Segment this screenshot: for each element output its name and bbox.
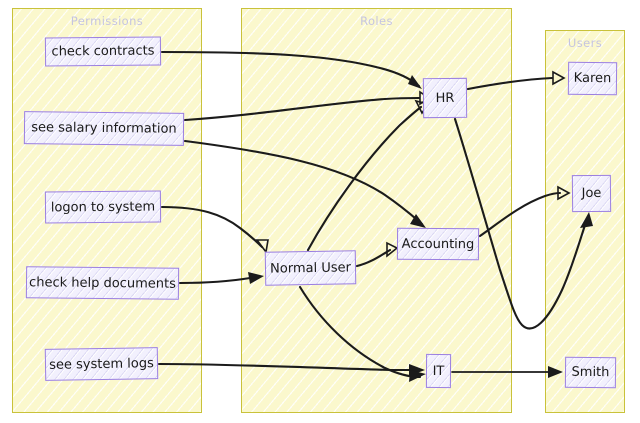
- group-roles-title: Roles: [360, 14, 393, 28]
- node-label: Joe: [581, 185, 602, 202]
- node-see-salary-information[interactable]: see salary information: [23, 111, 185, 146]
- node-label: Karen: [573, 70, 612, 87]
- node-smith[interactable]: Smith: [564, 356, 617, 389]
- node-joe[interactable]: Joe: [571, 174, 612, 213]
- node-logon-to-system[interactable]: logon to system: [44, 190, 162, 224]
- group-roles: Roles: [241, 8, 512, 413]
- group-users-title: Users: [567, 36, 603, 50]
- node-label: see system logs: [49, 355, 154, 373]
- node-label: Smith: [571, 364, 610, 381]
- node-label: logon to system: [50, 199, 156, 215]
- node-label: IT: [432, 363, 445, 379]
- node-label: check help documents: [29, 274, 176, 292]
- group-permissions-title: Permissions: [70, 14, 144, 28]
- node-normal-user[interactable]: Normal User: [264, 250, 357, 286]
- node-karen[interactable]: Karen: [567, 61, 618, 96]
- node-check-help-documents[interactable]: check help documents: [25, 266, 180, 300]
- node-label: see salary information: [31, 120, 177, 137]
- node-check-contracts[interactable]: check contracts: [44, 36, 162, 67]
- node-label: Accounting: [401, 236, 475, 252]
- node-label: check contracts: [51, 43, 155, 60]
- node-see-system-logs[interactable]: see system logs: [44, 347, 159, 381]
- node-it[interactable]: IT: [425, 353, 452, 389]
- node-accounting[interactable]: Accounting: [396, 227, 480, 261]
- node-label: HR: [435, 90, 455, 106]
- node-label: Normal User: [269, 259, 352, 277]
- node-hr[interactable]: HR: [422, 77, 468, 119]
